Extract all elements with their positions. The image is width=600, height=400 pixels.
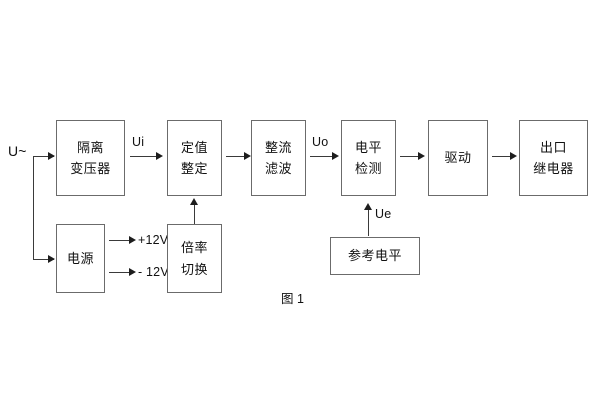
block-level-detect-line1: 电平	[354, 139, 382, 155]
wire-multiplier-to-setting	[194, 203, 195, 224]
block-setting-value-line2: 整定	[180, 161, 208, 176]
arrowhead-to-power-icon	[48, 255, 55, 263]
arrowhead-neg12v-icon	[129, 268, 136, 276]
block-output-relay-line1: 出口	[539, 139, 567, 155]
wire-input-to-power	[33, 259, 54, 260]
wire-setting-to-rectify	[226, 156, 246, 157]
block-drive[interactable]: 驱动	[428, 120, 488, 196]
block-power-supply-line1: 电源	[66, 250, 94, 266]
block-output-relay[interactable]: 出口 继电器	[519, 120, 588, 196]
block-level-detect[interactable]: 电平 检测	[341, 120, 396, 196]
block-rectify-filter-line2: 滤波	[264, 161, 292, 176]
wire-power-neg12v	[109, 272, 131, 273]
wire-rectify-to-level	[310, 156, 334, 157]
signal-label-uo: Uo	[312, 135, 329, 149]
block-isolation-transformer[interactable]: 隔离 变压器	[56, 120, 125, 196]
block-multiplier-switch-line1: 倍率	[180, 240, 208, 256]
arrowhead-drive-to-relay-icon	[510, 152, 517, 160]
wire-reference-to-level	[368, 208, 369, 236]
block-rectify-filter[interactable]: 整流 滤波	[251, 120, 306, 196]
arrowhead-level-to-drive-icon	[418, 152, 425, 160]
wire-drive-to-relay	[492, 156, 512, 157]
block-reference-level-line1: 参考电平	[347, 248, 402, 264]
arrowhead-setting-to-rectify-icon	[244, 152, 251, 160]
wire-input-vertical-branch	[33, 156, 34, 259]
block-drive-line1: 驱动	[444, 150, 472, 166]
block-isolation-transformer-line1: 隔离	[76, 139, 104, 155]
block-rectify-filter-line1: 整流	[264, 139, 292, 155]
wire-transformer-to-setting	[130, 156, 158, 157]
rail-label-pos12v: +12V	[138, 233, 169, 247]
wire-power-pos12v	[109, 240, 131, 241]
block-reference-level[interactable]: 参考电平	[330, 237, 420, 275]
wire-input-to-transformer	[33, 156, 54, 157]
input-voltage-label: U~	[8, 143, 27, 159]
block-output-relay-line2: 继电器	[533, 161, 574, 176]
block-level-detect-line2: 检测	[354, 161, 382, 176]
block-isolation-transformer-line2: 变压器	[70, 161, 111, 176]
signal-label-ui: Ui	[132, 135, 145, 149]
arrowhead-transformer-to-setting-icon	[156, 152, 163, 160]
block-setting-value[interactable]: 定值 整定	[167, 120, 222, 196]
block-setting-value-line1: 定值	[180, 139, 208, 155]
arrowhead-reference-to-level-icon	[364, 203, 372, 210]
arrowhead-rectify-to-level-icon	[332, 152, 339, 160]
block-power-supply[interactable]: 电源	[56, 224, 105, 293]
block-multiplier-switch-line2: 切换	[180, 261, 208, 277]
arrowhead-to-transformer-icon	[48, 152, 55, 160]
figure-caption: 图 1	[281, 292, 304, 306]
arrowhead-pos12v-icon	[129, 236, 136, 244]
wire-level-to-drive	[400, 156, 420, 157]
block-multiplier-switch[interactable]: 倍率 切换	[167, 224, 222, 293]
rail-label-neg12v: - 12V	[138, 265, 169, 279]
signal-label-ue: Ue	[375, 207, 392, 221]
arrowhead-multiplier-to-setting-icon	[190, 198, 198, 205]
